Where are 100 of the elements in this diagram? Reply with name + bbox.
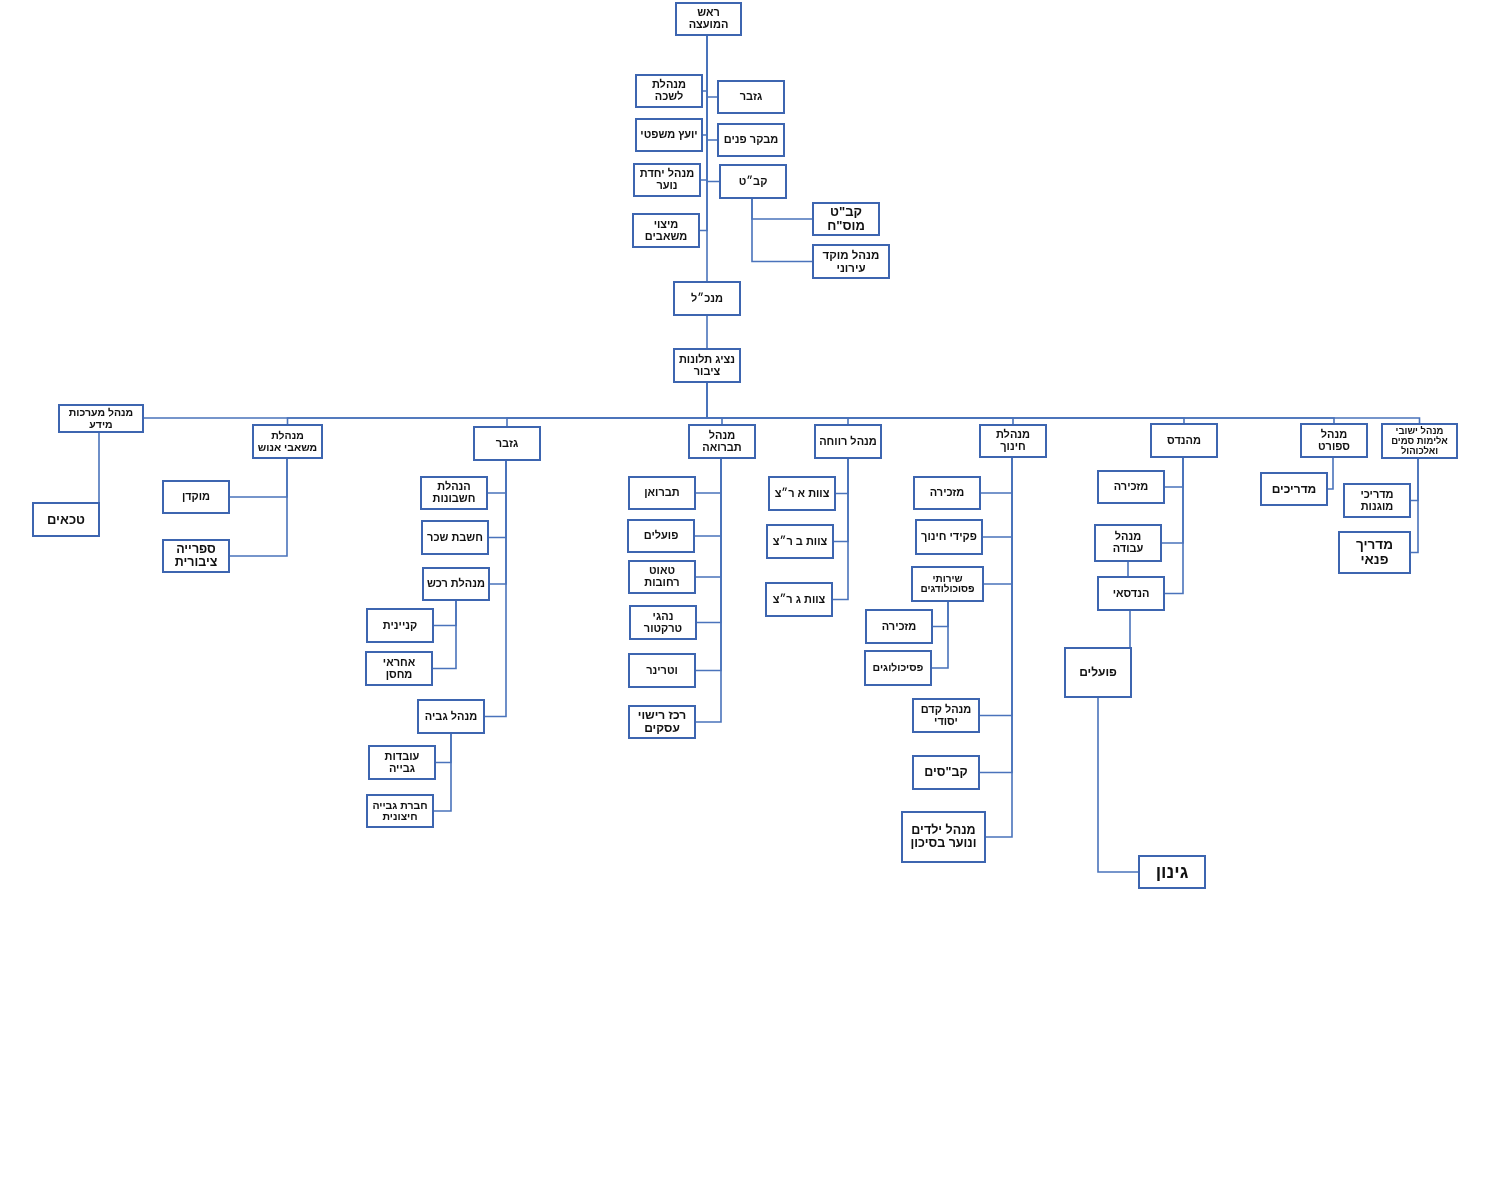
position-title: מנהל עבודה [1111, 531, 1145, 555]
position-title: מנכ״ל [691, 292, 723, 305]
position-title: חברת גבייה חיצונית [371, 800, 429, 822]
position-title: מנהל ספורט [1317, 428, 1351, 453]
position-box [162, 539, 230, 573]
position-title: יועץ משפטי [640, 129, 698, 141]
position-box [913, 476, 981, 510]
position-title: מנהל מוקד עירוני [821, 249, 881, 274]
position-box [1097, 576, 1165, 611]
position-title: מיצוי משאבים [643, 218, 689, 243]
position-title: פועלים [1079, 666, 1117, 679]
position-title: קב"ט מוס"ח [826, 205, 866, 233]
position-title: צוות א ר״צ [774, 487, 830, 500]
position-box [717, 80, 785, 114]
position-box [162, 480, 230, 514]
position-title: מנהל מערכות מידע [67, 407, 135, 430]
position-box [627, 519, 695, 553]
position-box [1094, 524, 1162, 562]
position-box [912, 698, 980, 733]
position-title: מנהל ילדים ונוער בסיכון [909, 823, 978, 851]
connector-line [1410, 458, 1419, 554]
connector-line [229, 458, 288, 557]
connector-line [433, 733, 452, 812]
connector-line [751, 198, 813, 263]
position-box [252, 424, 323, 459]
position-box [864, 650, 932, 686]
position-title: פסיכולוגים [872, 662, 924, 674]
position-title: מדריך פנאי [1355, 538, 1394, 567]
position-box [1300, 423, 1368, 458]
position-title: חשבת שכר [427, 531, 483, 544]
position-title: ספרייה ציבורית [173, 542, 219, 570]
position-title: הנהלת חשבונות [431, 481, 477, 505]
connector-line [1164, 457, 1184, 595]
position-box [912, 755, 980, 790]
position-title: וטרינר [646, 664, 678, 677]
position-box [812, 244, 890, 279]
position-box [675, 2, 742, 36]
connector-line [432, 600, 457, 670]
position-title: מדריכי מוגנות [1359, 488, 1395, 513]
position-box [421, 520, 489, 555]
position-title: מזכירה [929, 487, 965, 499]
position-title: פועלים [643, 530, 679, 542]
position-box [1138, 855, 1206, 889]
position-box [915, 519, 983, 555]
position-title: מנהלת רכש [427, 578, 485, 590]
position-box [635, 74, 703, 108]
position-box [365, 651, 433, 686]
position-title: עובדות גבייה [383, 750, 421, 775]
position-box [901, 811, 986, 863]
connector-line [706, 315, 708, 349]
position-title: מנהל קדם יסודי [919, 703, 973, 728]
position-title: קב"סים [924, 765, 968, 780]
position-box [422, 567, 490, 601]
connector-line [484, 460, 507, 718]
position-box [719, 164, 787, 199]
position-box [366, 794, 434, 828]
position-box [417, 699, 485, 734]
connector-line [832, 458, 849, 601]
position-title: מזכירה [881, 620, 917, 633]
position-box [688, 424, 756, 459]
position-box [766, 524, 834, 559]
position-title: הנדסאי [1112, 587, 1150, 600]
position-box [865, 609, 933, 644]
position-title: טכאים [47, 512, 85, 527]
position-title: מבקר פנים [723, 134, 779, 146]
position-box [32, 502, 100, 537]
connector-line [931, 601, 949, 669]
position-box [473, 426, 541, 461]
position-title: מנהל רווחה [819, 435, 877, 448]
connector-line [706, 35, 708, 282]
position-box [717, 123, 785, 157]
position-title: נציג תלונות ציבור [678, 353, 736, 378]
position-box [911, 566, 984, 602]
position-box [58, 404, 144, 433]
connector-line [1127, 561, 1129, 577]
position-title: מדריכים [1271, 482, 1317, 496]
position-box [765, 582, 833, 617]
position-title: טאוט רחובות [643, 565, 681, 589]
position-title: אחראי מחסן [381, 656, 417, 681]
position-box [673, 281, 741, 316]
position-box [1064, 647, 1132, 698]
position-title: מנהלת משאבי אנוש [257, 430, 318, 453]
position-title: פקידי חינוך [921, 531, 977, 543]
position-title: קב״ט [738, 175, 768, 188]
position-box [628, 476, 696, 510]
position-title: גזבר [495, 437, 519, 450]
position-title: מנהל תברואה [701, 429, 743, 454]
position-box [768, 476, 836, 511]
position-box [635, 118, 703, 152]
position-title: גזבר [739, 91, 763, 103]
position-box [812, 202, 880, 236]
position-box [628, 653, 696, 688]
position-box [368, 745, 436, 780]
position-box [1338, 531, 1411, 574]
position-box [814, 424, 882, 459]
position-box [979, 424, 1047, 458]
position-box [1343, 483, 1411, 518]
position-box [1381, 423, 1458, 459]
position-title: נהגי טרקטור [642, 610, 684, 635]
position-title: רכז רישוי עסקים [636, 709, 688, 735]
